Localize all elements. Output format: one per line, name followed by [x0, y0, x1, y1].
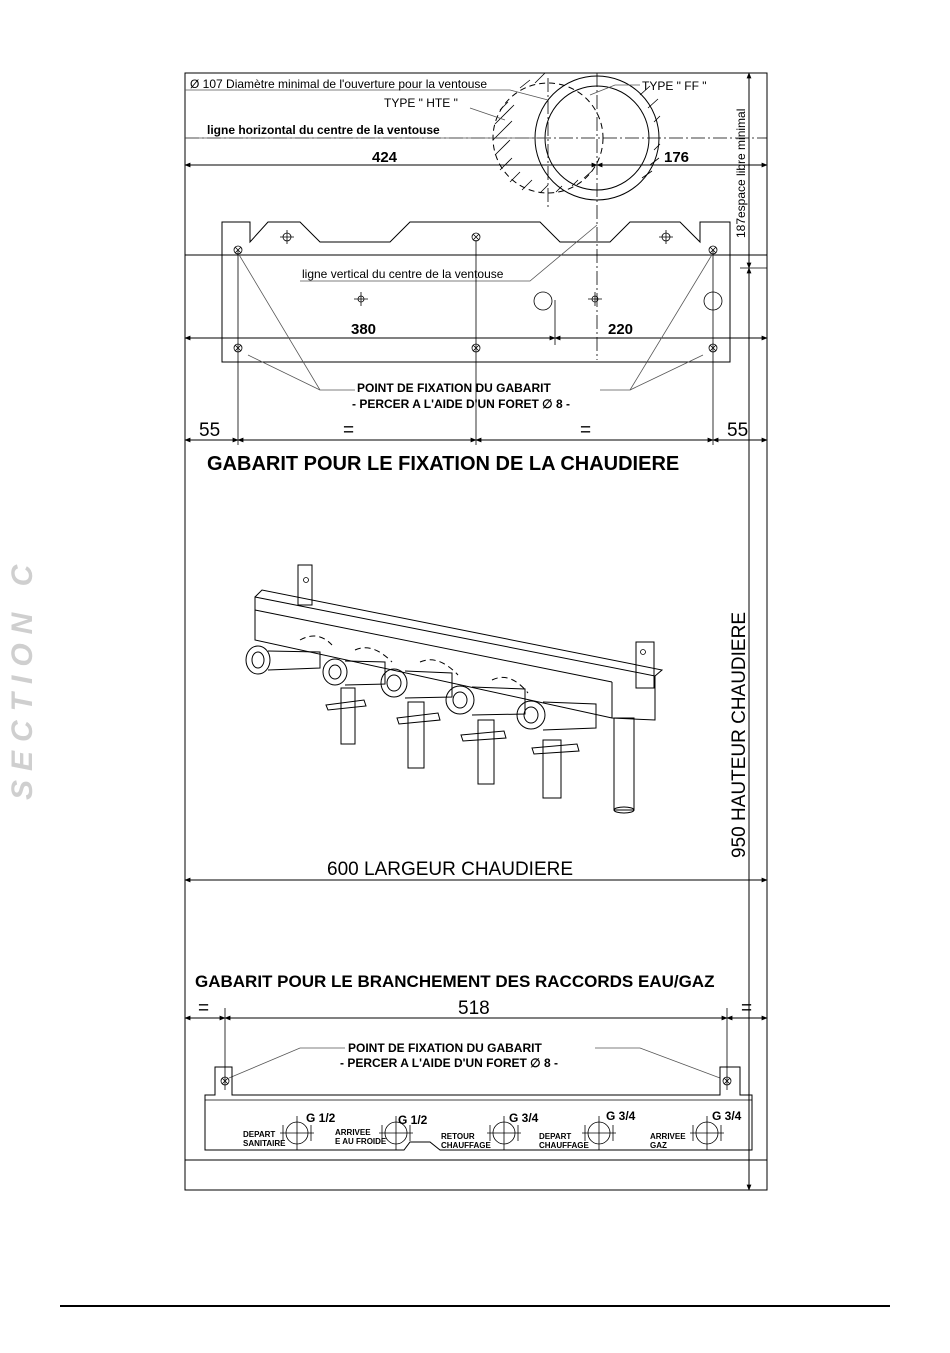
fixing-point-drill: - PERCER A L'AIDE D'UN FORET ∅ 8 - — [352, 397, 570, 411]
dim-518: 518 — [458, 998, 490, 1019]
diameter-note: Ø 107 Diamètre minimal de l'ouverture po… — [190, 77, 487, 91]
dim-55-right: 55 — [727, 420, 748, 441]
dim-220: 220 — [608, 321, 633, 338]
template-holes — [233, 230, 723, 353]
dim-55-left: 55 — [199, 420, 220, 441]
bottom-fixing-point-drill: - PERCER A L'AIDE D'UN FORET ∅ 8 - — [340, 1056, 558, 1070]
horizontal-axis-label: ligne horizontal du centre de la ventous… — [207, 123, 440, 137]
connection-size: G 3/4 — [606, 1109, 636, 1123]
connection-label: GAZ — [650, 1141, 667, 1150]
dim-187: 187 — [734, 218, 748, 238]
connection-label: RETOUR — [441, 1132, 475, 1141]
boiler-outline — [184, 72, 768, 1191]
dim-424: 424 — [372, 149, 398, 166]
connections-template: = 518 = POINT DE FIXATION DU GABARIT - P… — [184, 998, 768, 1161]
fixing-template: ligne vertical du centre de la ventouse … — [184, 221, 768, 445]
flue-section: Ø 107 Diamètre minimal de l'ouverture po… — [184, 72, 768, 360]
connection-size: G 1/2 — [306, 1111, 336, 1125]
connection-size: G 3/4 — [712, 1109, 742, 1123]
connection-label: DEPART — [243, 1130, 275, 1139]
section-label: SECTION C — [6, 556, 39, 800]
dim-176: 176 — [664, 149, 689, 166]
connection-label: E AU FROIDE — [335, 1137, 387, 1146]
dim-equal-bottom-right: = — [741, 998, 752, 1019]
connection-label: SANITAIRE — [243, 1139, 286, 1148]
connection-label: ARRIVEE — [335, 1128, 371, 1137]
connection-size: G 1/2 — [398, 1113, 428, 1127]
width-label: 600 LARGEUR CHAUDIERE — [327, 859, 573, 880]
dim-380: 380 — [351, 321, 376, 338]
connection-symbols — [280, 1116, 724, 1150]
dim-equal-right: = — [580, 420, 591, 441]
connection-label: ARRIVEE — [650, 1132, 686, 1141]
connection-label: CHAUFFAGE — [539, 1141, 589, 1150]
connection-size: G 3/4 — [509, 1111, 539, 1125]
connection-label: CHAUFFAGE — [441, 1141, 491, 1150]
free-space-label: espace libre minimal — [734, 109, 748, 218]
type-ff-label: TYPE " FF " — [642, 79, 707, 93]
fixing-point-title: POINT DE FIXATION DU GABARIT — [357, 381, 551, 395]
boiler-template-title: GABARIT POUR LE FIXATION DE LA CHAUDIERE — [207, 453, 679, 475]
dim-equal-bottom-left: = — [198, 998, 209, 1019]
dim-equal-left: = — [343, 420, 354, 441]
connections-template-title: GABARIT POUR LE BRANCHEMENT DES RACCORDS… — [195, 972, 714, 991]
height-label: 950 HAUTEUR CHAUDIERE — [729, 612, 750, 858]
type-hte-label: TYPE " HTE " — [384, 96, 458, 110]
manifold-illustration — [245, 564, 664, 814]
bottom-fixing-point-title: POINT DE FIXATION DU GABARIT — [348, 1041, 542, 1055]
connection-label: DEPART — [539, 1132, 571, 1141]
diameter-leader — [185, 89, 549, 101]
vertical-axis-label: ligne vertical du centre de la ventouse — [302, 267, 504, 281]
